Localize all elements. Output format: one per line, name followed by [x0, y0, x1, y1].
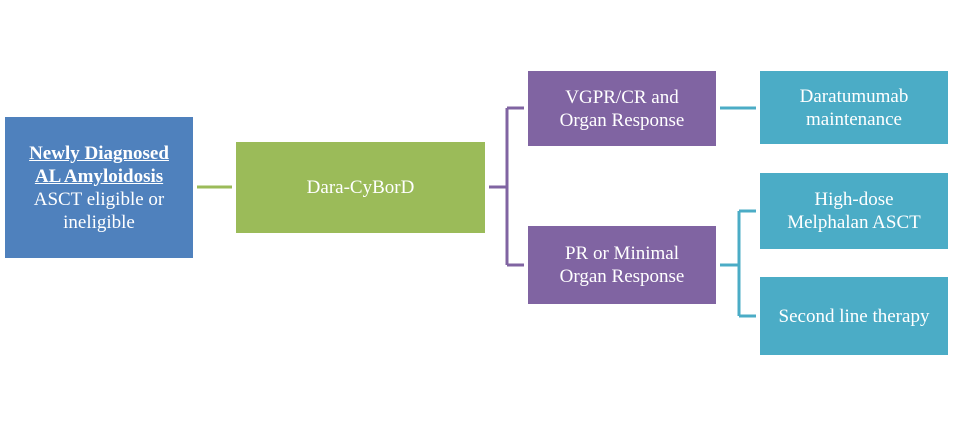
high-dose-line-2: Melphalan ASCT [787, 212, 921, 233]
maintenance-line-1: Daratumumab [799, 85, 909, 107]
second-line-therapy-box: Second line therapy [760, 277, 948, 355]
high-dose-melphalan-box: High-dose Melphalan ASCT [760, 173, 948, 249]
connector-partial-outcomes [720, 209, 756, 318]
newly-diagnosed-box: Newly Diagnosed AL Amyloidosis ASCT elig… [5, 117, 193, 258]
regimen-label: Dara-CyBorD [306, 177, 415, 198]
dara-cybord-box: Dara-CyBorD [236, 142, 485, 233]
start-body-line-2: ineligible [63, 211, 135, 233]
good-response-line-2: Organ Response [559, 109, 685, 131]
connector-regimen-branches [489, 106, 524, 267]
start-title-line-1: Newly Diagnosed [29, 142, 169, 164]
daratumumab-maintenance-box: Daratumumab maintenance [760, 71, 948, 144]
maintenance-line-2: maintenance [805, 108, 902, 130]
partial-response-line-1: PR or Minimal [564, 243, 679, 264]
second-line-label: Second line therapy [778, 305, 930, 327]
good-response-line-1: VGPR/CR and [565, 86, 679, 108]
partial-response-line-2: Organ Response [559, 266, 685, 287]
high-dose-line-1: High-dose [814, 189, 894, 210]
pr-minimal-box: PR or Minimal Organ Response [528, 226, 716, 304]
start-body-line-1: ASCT eligible or [33, 188, 165, 210]
start-title-line-2: AL Amyloidosis [34, 165, 164, 187]
vgpr-cr-box: VGPR/CR and Organ Response [528, 71, 716, 146]
